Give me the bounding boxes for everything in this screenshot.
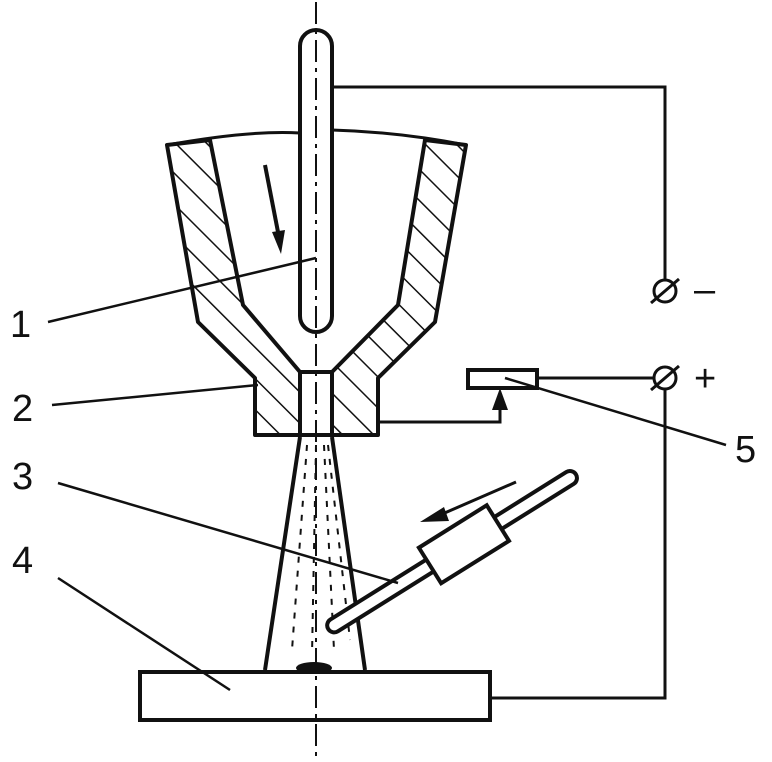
negative-sign: –	[694, 269, 716, 311]
filler-rod	[325, 469, 579, 635]
terminal-negative	[650, 277, 680, 305]
nozzle-right-wall	[330, 138, 468, 437]
nozzle-body	[165, 128, 468, 437]
contact-arrow	[492, 388, 508, 410]
label-3: 3	[12, 456, 33, 498]
flow-arrow	[263, 164, 285, 254]
nozzle-top-edge	[166, 128, 467, 147]
terminal-positive	[650, 364, 680, 392]
label-5: 5	[735, 429, 756, 471]
label-1: 1	[10, 304, 31, 346]
leader-lines	[47, 256, 727, 692]
positive-sign: +	[694, 358, 716, 400]
circuit	[332, 85, 667, 700]
label-2: 2	[12, 388, 33, 430]
feed-arrow	[420, 480, 517, 522]
label-4: 4	[12, 540, 33, 582]
